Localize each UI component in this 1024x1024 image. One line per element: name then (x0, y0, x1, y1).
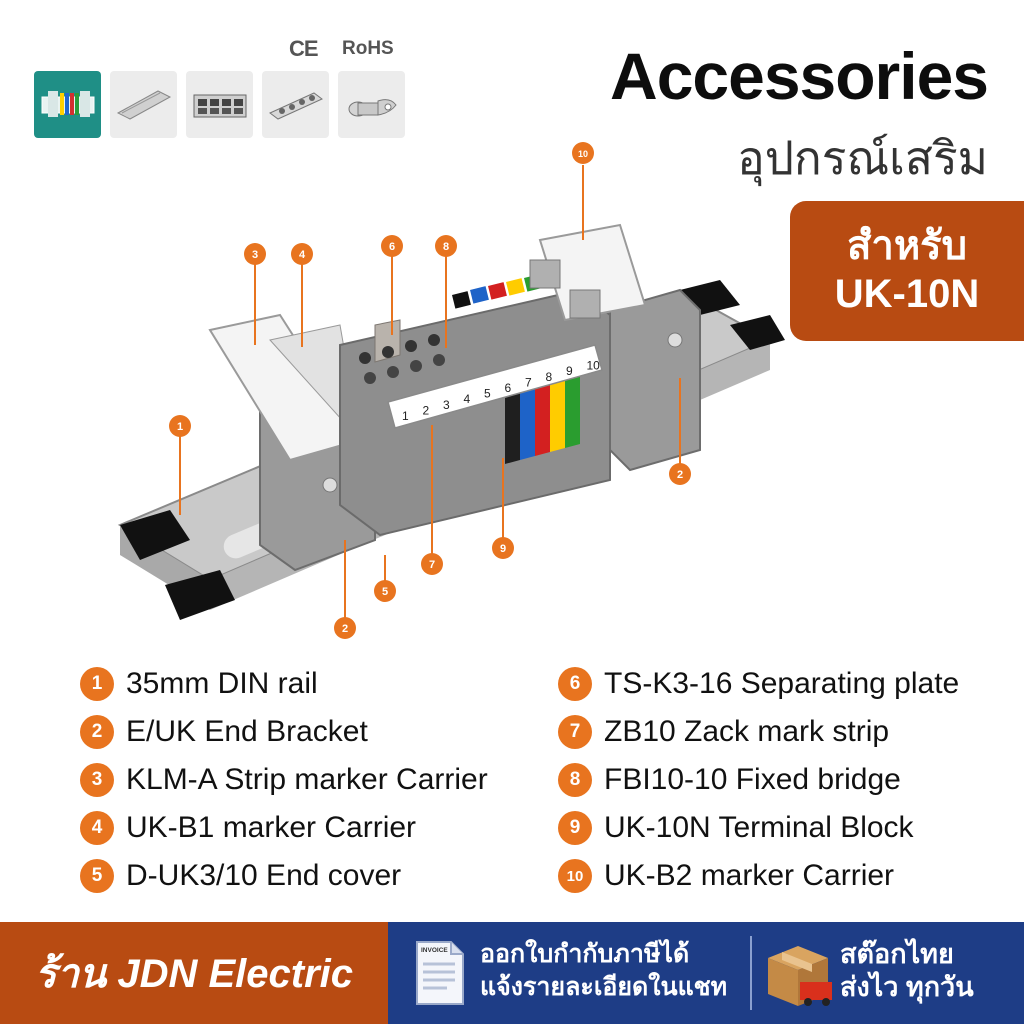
legend-item: 1 35mm DIN rail (80, 660, 488, 708)
terminal-marker-label: 1 (402, 409, 409, 423)
stock-line-2: ส่งไว ทุกวัน (840, 972, 974, 1002)
callout-number: 9 (500, 543, 506, 555)
terminal-marker-label: 8 (546, 370, 553, 384)
thumbnail-strip (34, 71, 405, 138)
legend-number: 1 (80, 667, 114, 701)
legend-number: 4 (80, 811, 114, 845)
info-panel: INVOICE ออกใบกำกับภาษีได้ แจ้งรายละเอียด… (388, 922, 1024, 1024)
legend-number: 10 (558, 859, 592, 893)
legend-number: 5 (80, 859, 114, 893)
callout-number: 10 (578, 149, 588, 159)
terminal-marker-label: 5 (484, 387, 491, 401)
legend-text: 35mm DIN rail (126, 667, 318, 700)
legend-number: 6 (558, 667, 592, 701)
legend-number: 8 (558, 763, 592, 797)
delivery-box-icon (768, 946, 832, 1006)
legend-text: FBI10-10 Fixed bridge (604, 763, 901, 796)
legend-number: 7 (558, 715, 592, 749)
stock-line-1: สต๊อกไทย (840, 939, 954, 969)
legend-item: 9 UK-10N Terminal Block (558, 804, 959, 852)
terminal-marker-label: 10 (587, 359, 601, 373)
legend-right-column: 6 TS-K3-16 Separating plate 7 ZB10 Zack ma… (558, 660, 959, 900)
terminal-marker-label: 7 (525, 375, 532, 389)
legend-number: 3 (80, 763, 114, 797)
callout-dot (492, 537, 514, 559)
legend-text: TS-K3-16 Separating plate (604, 667, 960, 700)
legend-item: 4 UK-B1 marker Carrier (80, 804, 488, 852)
for-label: สำหรับ (846, 224, 968, 268)
legend-item: 3 KLM-A Strip marker Carrier (80, 756, 488, 804)
legend-left-column: 1 35mm DIN rail 2 E/UK End Bracket 3 KLM-A … (80, 660, 488, 900)
callout-number: 2 (677, 469, 683, 481)
ce-mark: CE (289, 36, 319, 61)
legend-text: UK-B2 marker Carrier (604, 859, 895, 892)
callout-number: 7 (429, 559, 435, 571)
legend-text: UK-10N Terminal Block (604, 811, 914, 844)
callout-number: 6 (389, 241, 395, 253)
legend-number: 9 (558, 811, 592, 845)
terminal-marker-label: 6 (505, 381, 512, 395)
thumbnail-ring-terminal[interactable] (338, 71, 405, 138)
legend-item: 7 ZB10 Zack mark strip (558, 708, 959, 756)
page-title: Accessories (610, 39, 989, 113)
callout-dot (381, 235, 403, 257)
callout-dot (435, 235, 457, 257)
terminal-marker-label: 3 (443, 398, 450, 412)
callout-dot (244, 243, 266, 265)
model-badge: สำหรับ UK-10N (790, 201, 1024, 341)
stock-text: สต๊อกไทย ส่งไว ทุกวัน (840, 938, 974, 1004)
terminal-marker-label: 2 (423, 403, 430, 417)
page-subtitle: อุปกรณ์เสริม (737, 132, 988, 184)
invoice-line-1: ออกใบกำกับภาษีได้ (480, 940, 690, 968)
invoice-line-2: แจ้งรายละเอียดในแชท (480, 973, 728, 1001)
callout-number: 2 (342, 623, 348, 635)
footer-divider (750, 936, 752, 1010)
rohs-mark: RoHS (342, 38, 394, 59)
terminal-marker-label: 4 (464, 392, 471, 406)
legend-text: UK-B1 marker Carrier (126, 811, 417, 844)
callout-number: 5 (382, 586, 388, 598)
footer-banner: ร้าน JDN Electric INVOICE ออกใบกำกับภาษี… (0, 922, 1024, 1024)
shop-name: ร้าน JDN Electric (0, 922, 388, 1024)
callout-number: 1 (177, 421, 183, 433)
legend-text: D-UK3/10 End cover (126, 859, 402, 892)
thumbnail-terminal-assembly[interactable] (34, 71, 101, 138)
invoice-icon: INVOICE (416, 941, 464, 1005)
callout-number: 3 (252, 249, 258, 261)
thumbnail-terminal-block-row[interactable] (186, 71, 253, 138)
thumbnail-din-rail[interactable] (110, 71, 177, 138)
callout-dot (421, 553, 443, 575)
legend-item: 10 UK-B2 marker Carrier (558, 852, 959, 900)
model-label: UK-10N (834, 272, 980, 316)
callout-number: 4 (299, 249, 306, 261)
legend-text: E/UK End Bracket (126, 715, 368, 748)
invoice-badge: INVOICE (421, 947, 448, 954)
legend-item: 5 D-UK3/10 End cover (80, 852, 488, 900)
legend-item: 2 E/UK End Bracket (80, 708, 488, 756)
callout-dot (572, 142, 594, 164)
legend-item: 8 FBI10-10 Fixed bridge (558, 756, 959, 804)
callout-dot (291, 243, 313, 265)
callout-dot (374, 580, 396, 602)
callout-number: 8 (443, 241, 449, 253)
terminal-marker-label: 9 (566, 364, 573, 378)
callout-dot (669, 463, 691, 485)
legend-number: 2 (80, 715, 114, 749)
callout-dot (169, 415, 191, 437)
thumbnail-fixed-bridge[interactable] (262, 71, 329, 138)
legend-item: 6 TS-K3-16 Separating plate (558, 660, 959, 708)
legend-text: ZB10 Zack mark strip (604, 715, 890, 748)
callout-dot (334, 617, 356, 639)
invoice-text: ออกใบกำกับภาษีได้ แจ้งรายละเอียดในแชท (480, 938, 727, 1004)
legend-text: KLM-A Strip marker Carrier (126, 763, 488, 796)
